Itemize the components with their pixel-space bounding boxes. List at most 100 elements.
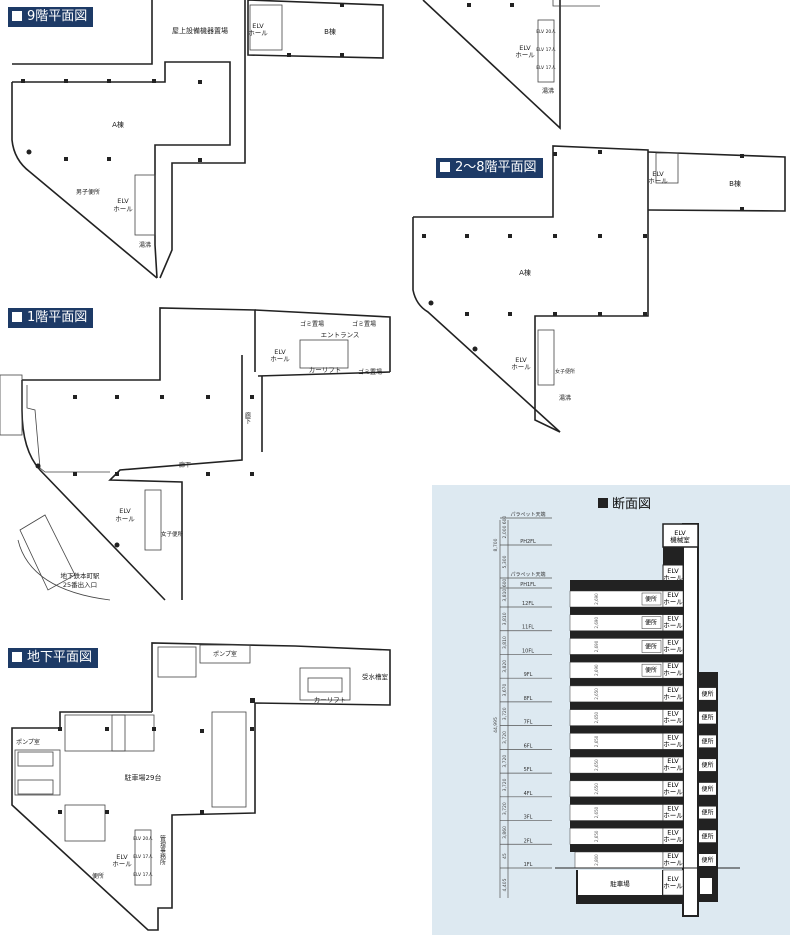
floor-slab [570, 773, 683, 781]
pump-room-label: ポンプ室 [213, 650, 237, 658]
floor-level-label: 9FL [524, 672, 533, 678]
room-height-label: 2,690 [594, 593, 599, 605]
room-height-label: 2,690 [594, 617, 599, 629]
level-label: PH2FL [520, 539, 536, 545]
elv-hall-label: ELV [274, 348, 286, 356]
elv-hall-box [662, 828, 684, 845]
building-b-label: B棟 [729, 179, 741, 188]
floor-room [569, 756, 664, 774]
dimension-label: 3,810 [502, 636, 508, 649]
toilet-box [699, 830, 716, 843]
floor1-plan: ゴミ置場 ゴミ置場 ゴミ置場 エントランス カーリフト ELV ホール 廊下 廊… [0, 307, 391, 601]
toilet-box [699, 806, 716, 819]
elv-hall-label: ホール [663, 835, 683, 843]
subway-exit-label: 地下鉄本町駅 [61, 571, 101, 580]
toilet-label: 便所 [701, 737, 713, 745]
room-height-label: 2,650 [594, 830, 599, 842]
elv-hall-label: ホール [663, 764, 683, 772]
floor-room [569, 733, 664, 750]
corridor-label: 廊下 [244, 411, 251, 425]
elv-hall-label: ホール [663, 788, 683, 796]
elevator-label: ELV 20人 [536, 29, 556, 35]
elv-hall-label: ELV [119, 507, 131, 515]
rooftop-equipment-label: 屋上設備機器置場 [172, 26, 228, 35]
elv-hall-label: ホール [113, 205, 133, 213]
elv-hall-label: ELV [116, 853, 128, 861]
floor-room [569, 828, 664, 845]
floor-room [569, 804, 664, 821]
elv-hall-box [662, 709, 684, 726]
toilet-box [699, 735, 716, 748]
elv-hall-label: ELV [667, 686, 679, 694]
kitchenette-label: 湯沸 [139, 241, 151, 249]
womens-toilet-label: 女子便所 [555, 368, 575, 375]
basement-pit [700, 878, 712, 894]
elevator-shaft [682, 523, 699, 917]
elv-hall-box [662, 804, 684, 821]
floor-room [574, 851, 664, 869]
level-label: パラペット天端 [510, 571, 545, 578]
elv-hall-label: ホール [112, 860, 132, 868]
dimension-label: 3,720 [502, 731, 508, 744]
elv-hall-box [662, 638, 684, 655]
dimension-label: 3,810 [502, 589, 508, 602]
room-height-label: 2,800 [594, 854, 599, 866]
dimension-label: 3,820 [502, 660, 508, 673]
dimension-total-label: 8,700 [493, 538, 499, 551]
garbage-room-label: ゴミ置場 [300, 320, 324, 328]
dimension-label: 4,405 [502, 878, 508, 891]
toilet-label: 便所 [701, 690, 713, 698]
elv-hall-label: ホール [270, 355, 290, 363]
dimension-label: 5,300 [502, 555, 508, 568]
room-height-label: 2,650 [594, 711, 599, 723]
elv-hall-label: ELV [519, 44, 531, 52]
elv-hall-label: ホール [663, 598, 683, 606]
toilet-label: 便所 [92, 872, 104, 880]
elv-hall-label: ELV [667, 662, 679, 670]
level-label: パラペット天端 [510, 511, 545, 518]
toilet-box [699, 854, 716, 866]
elv-hall-label: ELV [667, 805, 679, 813]
toilet-box [699, 687, 716, 700]
parking-spaces [17, 646, 343, 842]
elv-machine-room-label: ELV [674, 529, 686, 537]
elv-hall-label: ELV [667, 710, 679, 718]
floor-slab [570, 844, 683, 852]
floor-room [569, 709, 664, 726]
toilet-label: 便所 [645, 666, 657, 674]
partial-upper-plan: ELV ホール ELV 20人 ELV 17人 ELV 17人 湯沸 [422, 0, 600, 130]
floor-level-label: 10FL [522, 648, 534, 654]
elv-hall-label: ホール [515, 51, 535, 59]
elv-hall-label: ELV [667, 733, 679, 741]
elv-hall-label: ホール [663, 622, 683, 630]
floor-level-label: 5FL [524, 767, 533, 773]
elv-hall-label: ELV [667, 591, 679, 599]
room-height-label: 2,690 [594, 640, 599, 652]
elevator-label: ELV 20人 [133, 836, 153, 842]
dimension-label: 600 [502, 579, 508, 588]
elv-hall-label: ELV [667, 567, 679, 575]
elv-hall-label: ELV [667, 615, 679, 623]
floor-level-label: 12FL [522, 601, 534, 607]
elv-hall-label: ホール [663, 693, 683, 701]
elv-hall-box [662, 869, 684, 896]
elevator-label: ELV 17人 [536, 65, 556, 71]
corridor-label: 廊下 [179, 461, 191, 469]
toilet-label: 便所 [701, 785, 713, 793]
building-a-label: A棟 [519, 268, 531, 277]
floor-level-label: 3FL [524, 815, 533, 821]
floor-slab [570, 678, 683, 686]
subway-exit-label: 25番出入口 [63, 580, 97, 589]
floor1-title: 1階平面図 [27, 310, 88, 325]
floor-slab [570, 630, 683, 639]
elv-hall-label: ELV [515, 356, 527, 364]
dimension-label: 600 [502, 516, 508, 525]
elv-hall-label: ELV [652, 170, 664, 178]
toilet-label: 便所 [701, 714, 713, 722]
floor-slab [570, 607, 683, 615]
elevator-label: ELV 17人 [133, 872, 153, 878]
basement-title-badge: 地下平面図 [8, 648, 99, 668]
floor-slab [570, 583, 683, 591]
